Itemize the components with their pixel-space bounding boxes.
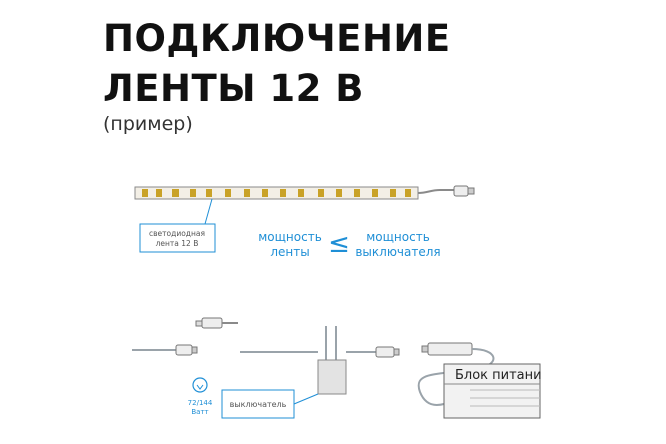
- left-cable: [132, 344, 198, 356]
- title-line-2: ЛЕНТЫ 12 В: [103, 67, 365, 110]
- page-title: ПОДКЛЮЧЕНИЕ ЛЕНТЫ 12 В: [103, 14, 451, 114]
- dc-plug-icon: [195, 317, 238, 329]
- switch-power-line-2: выключателя: [355, 245, 440, 259]
- power-comparison: мощность ленты ≤ мощность выключателя: [258, 229, 440, 259]
- switch-callout: выключатель: [221, 389, 319, 419]
- power-supply-icon: Блок питани: [443, 363, 542, 419]
- subtitle: (пример): [103, 113, 193, 135]
- strip-power-line-2: ленты: [270, 245, 309, 259]
- switch-power-line-1: мощность: [366, 230, 430, 244]
- switch-callout-label: выключатель: [230, 400, 287, 409]
- strip-callout-line-1: светодиодная: [149, 229, 205, 238]
- strip-callout: светодиодная лента 12 В: [139, 198, 216, 253]
- power-supply-cable: [417, 342, 495, 406]
- chevron-less-equal-icon: ≤: [328, 229, 350, 259]
- strip-power-line-1: мощность: [258, 230, 322, 244]
- bulb-power-line-1: 72/144: [188, 399, 213, 407]
- led-chips: [142, 189, 411, 197]
- strip-callout-line-2: лента 12 В: [156, 239, 199, 248]
- bulb-power-line-2: Ватт: [191, 408, 208, 416]
- power-supply-label: Блок питани: [455, 368, 542, 383]
- lightbulb-icon: 72/144 Ватт: [188, 377, 213, 416]
- led-strip-icon: [134, 185, 475, 200]
- title-line-1: ПОДКЛЮЧЕНИЕ: [103, 17, 451, 60]
- switch-icon: [240, 326, 400, 395]
